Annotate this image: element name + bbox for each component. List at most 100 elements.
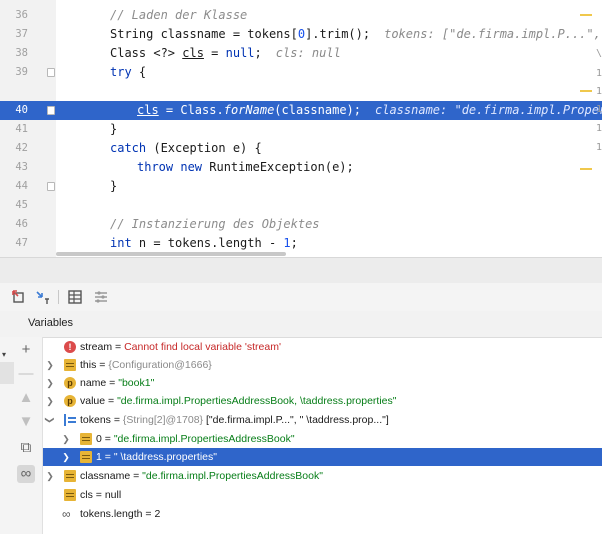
variable-row-tokens-1-selected[interactable]: ❯ 1 = " \taddress.properties"	[43, 448, 602, 466]
equals-sign: =	[96, 359, 109, 371]
expand-chevron-icon[interactable]: ❯	[62, 434, 70, 444]
right-gutter-text: 1	[596, 142, 602, 153]
copy-button[interactable]: ⧉	[20, 439, 32, 456]
variable-text: tokens.length = 2	[80, 505, 160, 523]
variables-title: Variables	[28, 317, 74, 329]
line-number: 40	[15, 104, 28, 116]
right-gutter-text: \	[596, 48, 602, 59]
code-text: }	[110, 179, 118, 193]
code-line-38[interactable]: 38 Class <?> cls = null;cls: null	[0, 44, 602, 63]
debug-toolbar	[0, 283, 602, 312]
field-icon	[80, 451, 92, 463]
variable-text: name = "book1"	[80, 374, 154, 392]
code-line-37[interactable]: 37 String classname = tokens[0].trim();t…	[0, 25, 602, 44]
line-number: 47	[15, 237, 28, 249]
equals-sign: =	[110, 414, 123, 426]
code-text: // Laden der Klasse	[110, 8, 248, 22]
variable-value: {Configuration@1666}	[108, 359, 212, 371]
field-icon	[64, 489, 76, 501]
code-text: catch (Exception e) {	[110, 141, 262, 155]
variable-text: 0 = "de.firma.impl.PropertiesAddressBook…	[96, 430, 295, 448]
field-icon	[80, 433, 92, 445]
line-number: 38	[15, 47, 28, 59]
code-line-46[interactable]: 46 // Instanzierung des Objektes	[0, 215, 602, 234]
collapse-arrow-icon[interactable]: ▾	[2, 350, 7, 359]
table-view-icon[interactable]	[66, 288, 84, 306]
expand-chevron-icon[interactable]: ❯	[46, 378, 54, 388]
inline-value-hint: classname: "de.firma.impl.Properties	[375, 103, 602, 117]
code-line-43[interactable]: 43 throw new RuntimeException(e);	[0, 158, 602, 177]
left-edge-panel	[0, 362, 14, 384]
variable-name: stream	[80, 341, 113, 353]
equals-sign: =	[92, 489, 105, 501]
line-number: 41	[15, 123, 28, 135]
line-number: 43	[15, 161, 28, 173]
line-number: 45	[15, 199, 28, 211]
restore-layout-icon[interactable]	[10, 288, 28, 306]
horizontal-scrollbar[interactable]	[56, 252, 286, 256]
add-watch-button[interactable]: +	[21, 341, 31, 358]
expand-chevron-icon[interactable]: ❯	[46, 360, 54, 370]
equals-sign: =	[130, 470, 143, 482]
threads-settings-icon[interactable]	[92, 288, 110, 306]
fold-marker-icon[interactable]	[47, 182, 55, 191]
move-down-button[interactable]: ▼	[18, 413, 34, 430]
code-text: int n = tokens.length - 1;	[110, 236, 298, 250]
variable-row-tokens-length[interactable]: ∞ tokens.length = 2	[43, 505, 602, 523]
step-cursor-icon[interactable]	[34, 288, 52, 306]
code-line-40-current[interactable]: 40 cls = Class.forName(classname);classn…	[0, 101, 602, 120]
variable-text: tokens = {String[2]@1708} ["de.firma.imp…	[80, 411, 389, 429]
move-up-button[interactable]: ▲	[18, 389, 34, 406]
variable-value: "de.firma.impl.PropertiesAddressBook"	[113, 433, 295, 445]
code-line-41[interactable]: 41 }	[0, 120, 602, 139]
code-line-42[interactable]: 42 catch (Exception e) {	[0, 139, 602, 158]
remove-watch-button[interactable]: —	[18, 365, 34, 382]
line-number: 42	[15, 142, 28, 154]
collapse-chevron-icon[interactable]: ❯	[45, 416, 55, 424]
code-line-36[interactable]: 36 // Laden der Klasse	[0, 6, 602, 25]
variable-type: {String[2]@1708}	[122, 414, 204, 426]
code-editor[interactable]: 36 // Laden der Klasse 37 String classna…	[0, 0, 602, 257]
variable-value: " \taddress.properties"	[113, 451, 217, 463]
expand-chevron-icon[interactable]: ❯	[46, 396, 54, 406]
variable-row-name[interactable]: ❯ p name = "book1"	[43, 374, 602, 392]
variable-name: 0	[96, 433, 102, 445]
variable-name: value	[80, 395, 106, 407]
code-line-45[interactable]: 45	[0, 196, 602, 215]
expand-chevron-icon[interactable]: ❯	[62, 452, 70, 462]
error-stripe-marker[interactable]	[580, 14, 592, 16]
equals-sign: =	[142, 508, 155, 520]
variable-row-this[interactable]: ❯ this = {Configuration@1666}	[43, 356, 602, 374]
equals-sign: =	[101, 451, 114, 463]
variables-header: Variables	[0, 311, 602, 338]
code-line-39[interactable]: 39 try {	[0, 63, 602, 82]
variable-text: classname = "de.firma.impl.PropertiesAdd…	[80, 467, 323, 485]
variable-row-cls[interactable]: cls = null	[43, 486, 602, 504]
variable-row-tokens[interactable]: ❯ tokens = {String[2]@1708} ["de.firma.i…	[43, 411, 602, 429]
right-gutter-text: 1	[596, 86, 602, 97]
variable-row-value[interactable]: ❯ p value = "de.firma.impl.PropertiesAdd…	[43, 392, 602, 410]
code-line-47[interactable]: 47 int n = tokens.length - 1;	[0, 234, 602, 253]
right-gutter-text: 1	[596, 68, 602, 79]
code-text: Class <?> cls = null;cls: null	[110, 46, 341, 60]
variable-text: 1 = " \taddress.properties"	[96, 448, 217, 466]
expand-chevron-icon[interactable]: ❯	[46, 471, 54, 481]
fold-marker-icon[interactable]	[47, 106, 55, 115]
variable-row-classname[interactable]: ❯ classname = "de.firma.impl.PropertiesA…	[43, 467, 602, 485]
fold-marker-icon[interactable]	[47, 68, 55, 77]
variable-text: stream = Cannot find local variable 'str…	[80, 338, 281, 356]
code-text: throw new RuntimeException(e);	[137, 160, 354, 174]
line-gutter	[0, 0, 56, 257]
error-stripe-marker[interactable]	[580, 90, 592, 92]
parameter-icon: p	[64, 395, 76, 407]
variable-name: cls	[80, 489, 93, 501]
variable-value: 2	[154, 508, 161, 520]
variable-row-tokens-0[interactable]: ❯ 0 = "de.firma.impl.PropertiesAddressBo…	[43, 430, 602, 448]
variable-row-stream[interactable]: ! stream = Cannot find local variable 's…	[43, 338, 602, 356]
error-icon: !	[64, 341, 76, 353]
error-stripe-marker[interactable]	[580, 168, 592, 170]
show-watches-toggle[interactable]: ∞	[17, 465, 35, 483]
equals-sign: =	[105, 395, 118, 407]
variable-name: 1	[96, 451, 102, 463]
code-line-44[interactable]: 44 }	[0, 177, 602, 196]
